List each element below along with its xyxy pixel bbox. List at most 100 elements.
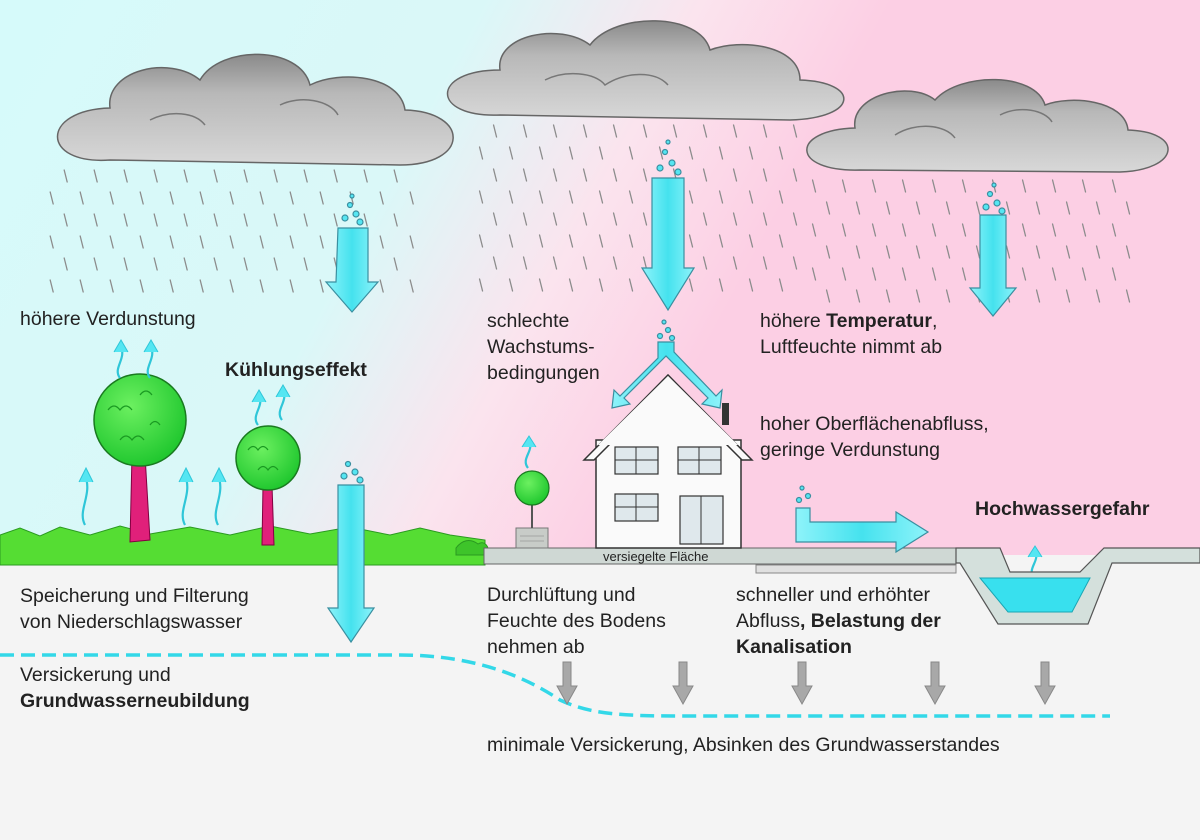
rain-streak [183,257,188,271]
temp-bold: Temperatur [826,310,932,332]
rain-streak [915,201,921,215]
rain-streak [841,223,847,237]
label-growth-line2: Wachstums- [487,336,595,358]
rain-streak [628,146,634,160]
rain-streak [393,169,398,183]
discharge-bold: , Belastung der [799,610,941,632]
rain-streak [841,267,847,281]
label-discharge: schneller und erhöhter Abfluss, Belastun… [736,582,941,660]
rain-streak [552,256,558,270]
rain-streak [582,124,588,138]
rain-streak [63,213,68,227]
rain-streak [492,212,498,226]
rain-streak [552,124,558,138]
rain-streak [1035,289,1041,303]
rain-streak [811,267,817,281]
rain-streak [1035,245,1041,259]
gray-down-arrow [556,661,578,706]
rain-streak [931,267,937,281]
rain-streak [183,169,188,183]
rain-streak [478,190,484,204]
rain-streak [169,191,174,205]
rain-streak [642,212,648,226]
label-evaporation: höhere Verdunstung [20,308,196,330]
rain-streak [289,191,294,205]
label-temperature-line1: höhere Temperatur, [760,308,942,334]
rain-streak [1065,289,1071,303]
rain-streak [393,257,398,271]
rain-streak [538,146,544,160]
rain-streak [778,190,784,204]
label-minimal-infiltration: minimale Versickerung, Absinken des Grun… [487,734,1000,756]
rain-streak [931,223,937,237]
rain-streak [243,213,248,227]
rain-streak [1095,201,1101,215]
rain-streak [183,213,188,227]
rain-streak [672,124,678,138]
label-infiltration-line2: Grundwasserneubildung [20,690,250,712]
rain-streak [363,169,368,183]
discharge-prefix: Abfluss [736,610,800,632]
rain-streak [478,234,484,248]
label-growth-conditions: schlechte Wachstums- bedingungen [487,308,600,386]
rain-streak [792,256,798,270]
rain-streak [139,191,144,205]
rain-streak [508,146,514,160]
rain-streak [915,289,921,303]
rain-streak [825,201,831,215]
rain-streak [778,146,784,160]
rain-streak [778,278,784,292]
rain-streak [811,223,817,237]
rain-streak [49,191,54,205]
rain-streak [732,124,738,138]
label-temperature-line2: Luftfeuchte nimmt ab [760,336,943,358]
rain-streak [1051,267,1057,281]
rain-streak [303,169,308,183]
rain-streak [642,256,648,270]
rain-streak [612,168,618,182]
gray-infiltration-arrows [556,661,1056,706]
rain-streak [409,279,414,293]
evaporation-arrows [78,339,1043,579]
label-infiltration-line1: Versickerung und [20,664,171,686]
rain-streak [732,212,738,226]
grass-strip [0,525,489,566]
rain-streak [522,124,528,138]
rain-streak [945,245,951,259]
rain-streak [169,235,174,249]
rain-streak [522,256,528,270]
rain-streak [1095,245,1101,259]
rain-streak [243,169,248,183]
rain-streak [1005,201,1011,215]
rain-streak [762,124,768,138]
rain-streak [885,245,891,259]
rain-streak [522,212,528,226]
rain-streak [642,168,648,182]
rain-streak [229,235,234,249]
rain-streak [552,168,558,182]
rain-streak [825,289,831,303]
rain-streak [658,146,664,160]
rain-streak [393,213,398,227]
rain-streak [199,279,204,293]
rain-streak [1051,223,1057,237]
rain-streak [702,168,708,182]
rain-streak [748,234,754,248]
rain-streak [243,257,248,271]
rain-streak [568,146,574,160]
rain-streak [1051,179,1057,193]
rain-streak [1081,223,1087,237]
rain-streak [762,256,768,270]
rain-streak [811,179,817,193]
rain-streak [931,179,937,193]
rain-streak [123,169,128,183]
rain-streak [915,245,921,259]
rain-streak [945,289,951,303]
rain-streak [319,191,324,205]
rain-streak [508,190,514,204]
rain-streak [841,179,847,193]
rain-streak [169,279,174,293]
rain-streak [825,245,831,259]
rain-streak [1111,223,1117,237]
